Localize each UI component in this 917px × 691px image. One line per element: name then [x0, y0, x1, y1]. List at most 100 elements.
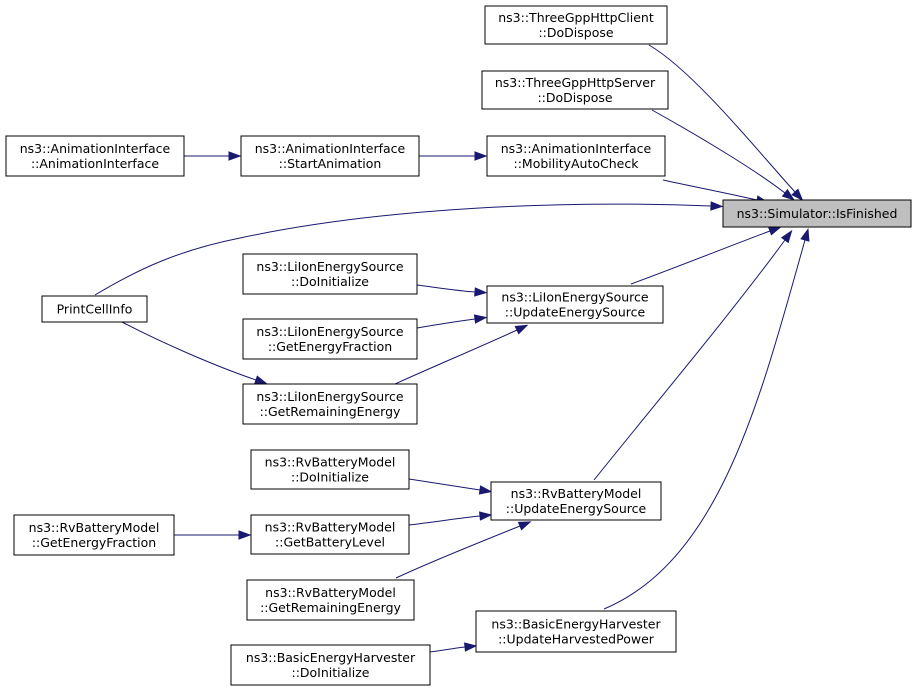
arrowhead: [464, 642, 478, 652]
edge-rv-getlevel-to-rv-update: [408, 511, 493, 526]
node-label-line: ::StartAnimation: [279, 156, 382, 171]
node-label-line: ::GetEnergyFraction: [32, 535, 156, 550]
edge-harv-update-to-is-finished: [603, 228, 810, 610]
node-anim-start[interactable]: ns3::AnimationInterface::StartAnimation: [240, 135, 420, 177]
node-gpp-client[interactable]: ns3::ThreeGppHttpClient::DoDispose: [484, 5, 668, 45]
node-box: [490, 481, 662, 521]
node-label-line: ::GetBatteryLevel: [275, 535, 385, 550]
arrowhead: [228, 151, 242, 161]
arrowhead: [710, 201, 724, 211]
node-box: [13, 514, 175, 556]
node-print-cell[interactable]: PrintCellInfo: [41, 295, 148, 323]
node-label-line: ns3::Simulator::IsFinished: [737, 206, 898, 221]
node-label-line: ns3::AnimationInterface: [20, 141, 171, 156]
arrowhead: [781, 188, 795, 201]
arrowhead: [479, 511, 493, 521]
node-label-line: ns3::RvBatteryModel: [265, 520, 396, 535]
arrowhead: [767, 226, 782, 236]
edge-anim-start-to-anim-mobility: [419, 151, 488, 161]
arrowhead: [238, 530, 252, 540]
node-box: [5, 135, 185, 177]
node-box: [486, 135, 666, 177]
node-label-line: ::DoInitialize: [291, 274, 369, 289]
edge-print-cell-to-is-finished: [94, 201, 724, 296]
edge-rv-getrem-to-rv-update: [395, 521, 532, 579]
arrowhead: [800, 228, 810, 242]
node-box: [41, 295, 148, 323]
node-box: [246, 579, 415, 621]
node-box: [484, 5, 668, 45]
arrowhead: [478, 485, 493, 495]
arrowhead: [473, 314, 488, 324]
node-liion-getfrac[interactable]: ns3::LiIonEnergySource::GetEnergyFractio…: [242, 318, 418, 360]
node-label-line: ns3::AnimationInterface: [501, 141, 652, 156]
node-label-line: ::GetRemainingEnergy: [260, 404, 401, 419]
node-rv-doinit[interactable]: ns3::RvBatteryModel::DoInitialize: [250, 449, 410, 490]
node-label-line: ns3::RvBatteryModel: [265, 585, 396, 600]
node-box: [250, 449, 410, 490]
node-box: [240, 135, 420, 177]
node-harv-update[interactable]: ns3::BasicEnergyHarvester::UpdateHarvest…: [475, 610, 677, 653]
node-box: [242, 318, 418, 360]
edge-liion-getfrac-to-liion-update: [416, 314, 488, 329]
edge-gpp-client-to-is-finished: [648, 44, 804, 202]
node-liion-update[interactable]: ns3::LiIonEnergySource::UpdateEnergySour…: [486, 285, 664, 324]
arrowhead: [474, 287, 488, 297]
node-box: [722, 199, 912, 228]
node-label-line: ::GetEnergyFraction: [268, 339, 392, 354]
node-rv-update[interactable]: ns3::RvBatteryModel::UpdateEnergySource: [490, 481, 662, 521]
node-anim-ctor[interactable]: ns3::AnimationInterface::AnimationInterf…: [5, 135, 185, 177]
edge-liion-doinit-to-liion-update: [416, 284, 488, 297]
arrowhead: [474, 151, 488, 161]
arrowhead: [517, 521, 532, 531]
node-label-line: ns3::RvBatteryModel: [29, 520, 160, 535]
node-box: [242, 253, 418, 295]
node-box: [486, 285, 664, 324]
node-label-line: ::DoDispose: [537, 90, 612, 105]
node-box: [242, 383, 418, 425]
node-label-line: ::UpdateHarvestedPower: [498, 632, 655, 647]
node-box: [250, 514, 410, 555]
node-label-line: ns3::LiIonEnergySource: [256, 389, 404, 404]
call-graph-edges: [94, 44, 810, 653]
node-label-line: PrintCellInfo: [57, 302, 133, 317]
node-label-line: ns3::AnimationInterface: [255, 141, 406, 156]
node-label-line: ns3::LiIonEnergySource: [256, 259, 404, 274]
node-box: [230, 644, 431, 686]
edge-rv-getfrac-to-rv-getlevel: [174, 530, 252, 540]
node-label-line: ns3::BasicEnergyHarvester: [491, 617, 661, 632]
node-rv-getrem[interactable]: ns3::RvBatteryModel::GetRemainingEnergy: [246, 579, 415, 621]
node-rv-getlevel[interactable]: ns3::RvBatteryModel::GetBatteryLevel: [250, 514, 410, 555]
node-label-line: ::UpdateEnergySource: [505, 305, 646, 320]
node-label-line: ns3::LiIonEnergySource: [256, 324, 404, 339]
call-graph-nodes: ns3::Simulator::IsFinished ns3::ThreeGppH…: [5, 5, 912, 686]
node-label-line: ::DoDispose: [538, 25, 613, 40]
node-harv-doinit[interactable]: ns3::BasicEnergyHarvester::DoInitialize: [230, 644, 431, 686]
node-is-finished[interactable]: ns3::Simulator::IsFinished: [722, 199, 912, 228]
node-label-line: ::UpdateEnergySource: [506, 501, 647, 516]
edge-liion-getrem-to-liion-update: [394, 324, 529, 385]
arrowhead: [253, 375, 268, 385]
arrowhead: [780, 229, 793, 244]
node-label-line: ::GetRemainingEnergy: [260, 600, 401, 615]
node-box: [481, 70, 669, 110]
node-gpp-server[interactable]: ns3::ThreeGppHttpServer::DoDispose: [481, 70, 669, 110]
node-label-line: ::AnimationInterface: [31, 156, 159, 171]
edge-print-cell-to-liion-getrem: [121, 321, 268, 385]
arrowhead: [791, 188, 804, 202]
node-label-line: ns3::ThreeGppHttpClient: [498, 10, 654, 25]
node-label-line: ns3::RvBatteryModel: [511, 486, 642, 501]
node-label-line: ::DoInitialize: [291, 470, 369, 485]
edge-rv-update-to-is-finished: [593, 229, 793, 481]
node-anim-mobility[interactable]: ns3::AnimationInterface::MobilityAutoChe…: [486, 135, 666, 177]
node-label-line: ns3::LiIonEnergySource: [501, 290, 649, 305]
node-liion-doinit[interactable]: ns3::LiIonEnergySource::DoInitialize: [242, 253, 418, 295]
edge-rv-doinit-to-rv-update: [408, 478, 493, 495]
arrowhead: [514, 324, 529, 335]
node-liion-getrem[interactable]: ns3::LiIonEnergySource::GetRemainingEner…: [242, 383, 418, 425]
node-label-line: ns3::ThreeGppHttpServer: [495, 75, 656, 90]
node-label-line: ns3::BasicEnergyHarvester: [246, 650, 416, 665]
node-rv-getfrac[interactable]: ns3::RvBatteryModel::GetEnergyFraction: [13, 514, 175, 556]
node-label-line: ::DoInitialize: [291, 665, 369, 680]
